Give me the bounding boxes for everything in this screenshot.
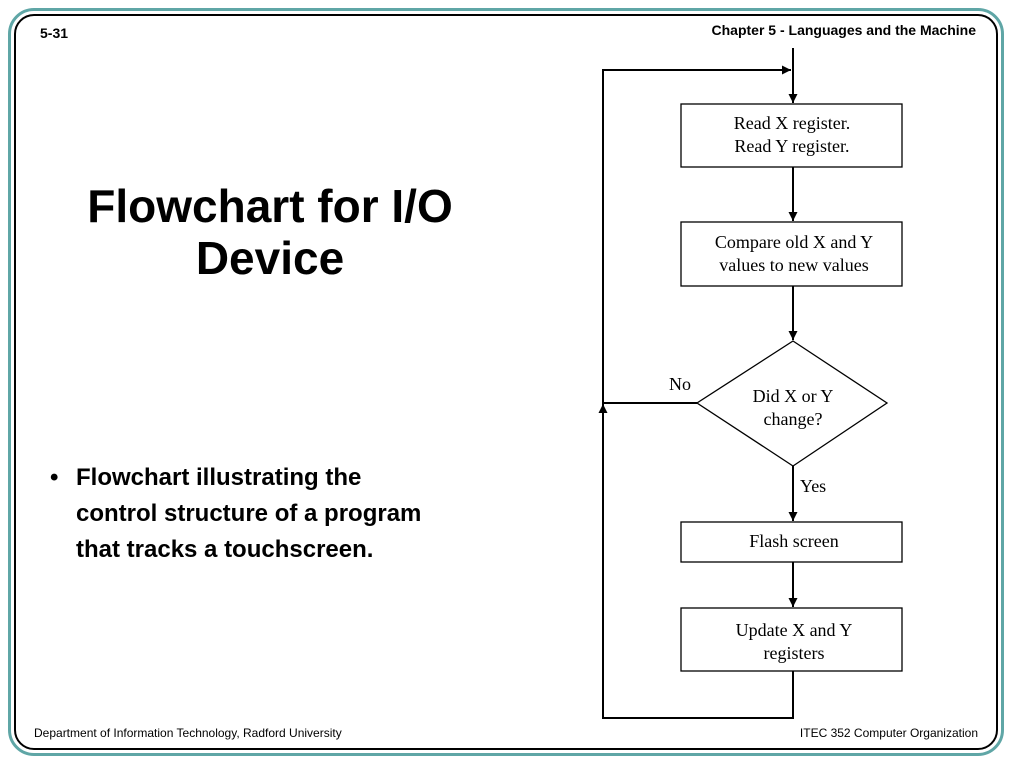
read-registers-line2: Read Y register. xyxy=(734,136,849,156)
flash-screen-box xyxy=(680,521,903,563)
update-registers-box xyxy=(680,607,903,672)
slide-title: Flowchart for I/O Device xyxy=(40,180,500,284)
read-registers-box xyxy=(680,103,903,168)
decision-line1: Did X or Y xyxy=(753,386,834,406)
compare-values-line1: Compare old X and Y xyxy=(715,232,873,252)
no-label: No xyxy=(669,374,691,394)
slide-frame-inner xyxy=(14,14,998,750)
slide-title-line2: Device xyxy=(195,232,345,284)
bullet-text-line2: control structure of a program xyxy=(76,500,422,527)
decision-line2: change? xyxy=(764,409,823,429)
decision-diamond xyxy=(695,340,889,467)
bullet-item: • Flowchart illustrating the control str… xyxy=(50,460,500,568)
bullet-text-line1: Flowchart illustrating the xyxy=(76,464,362,491)
loop-line-top xyxy=(602,65,791,403)
chapter-title: Chapter 5 - Languages and the Machine xyxy=(711,22,977,38)
slide-title-line1: Flowchart for I/O xyxy=(87,180,453,232)
update-registers-line2: registers xyxy=(764,643,825,663)
loop-line-bottom xyxy=(602,402,794,719)
bullet-dot-icon: • xyxy=(50,464,59,491)
flash-screen-label: Flash screen xyxy=(749,531,838,551)
read-registers-line1: Read X register. xyxy=(734,113,850,133)
yes-label: Yes xyxy=(800,476,826,496)
compare-values-line2: values to new values xyxy=(719,255,868,275)
compare-values-box xyxy=(680,221,903,287)
slide-number: 5-31 xyxy=(40,25,69,41)
slide-frame-outer xyxy=(8,8,1004,756)
bullet-text-line3: that tracks a touchscreen. xyxy=(76,536,374,563)
footer-department: Department of Information Technology, Ra… xyxy=(34,726,342,740)
footer-course: ITEC 352 Computer Organization xyxy=(799,726,978,740)
update-registers-line1: Update X and Y xyxy=(736,620,853,640)
